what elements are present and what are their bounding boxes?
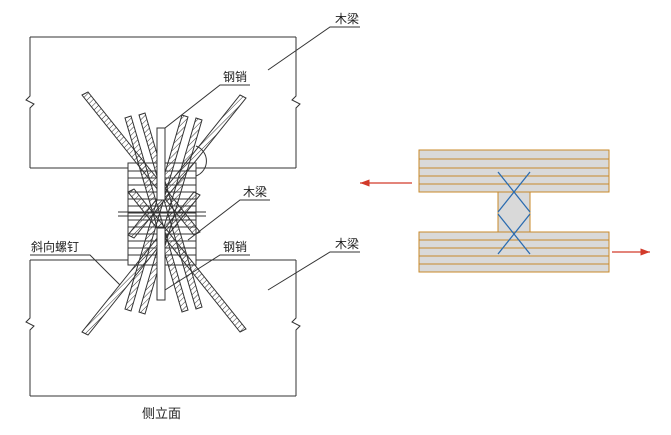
label-bottom-beam: 木梁 — [335, 236, 359, 251]
inclined-screws — [81, 91, 247, 336]
schematic-top-timber — [418, 149, 610, 193]
label-bottom-pin: 钢销 — [223, 240, 247, 254]
angle-arc — [195, 145, 207, 177]
upper-beam — [25, 36, 301, 169]
caption-side-elevation: 侧立面 — [142, 407, 181, 422]
steel-pin-lower — [156, 227, 166, 301]
leader-top-pin — [164, 84, 250, 129]
side-elevation — [25, 26, 360, 397]
steel-pin-upper — [156, 127, 166, 201]
schematic-screws — [497, 171, 531, 255]
leader-screw — [30, 254, 121, 286]
leader-bottom-pin — [164, 254, 250, 291]
leader-middle-beam — [187, 199, 270, 241]
schematic-bottom-timber — [418, 231, 610, 273]
label-top-beam: 木梁 — [335, 11, 359, 26]
leader-top-beam — [267, 26, 360, 71]
label-screw: 斜向螺钉 — [31, 239, 79, 254]
leader-bottom-beam — [267, 251, 360, 291]
schematic-middle-timber — [497, 191, 531, 233]
shear-schematic — [360, 149, 650, 273]
label-middle-beam: 木梁 — [243, 184, 267, 199]
label-top-pin: 钢销 — [223, 70, 247, 84]
